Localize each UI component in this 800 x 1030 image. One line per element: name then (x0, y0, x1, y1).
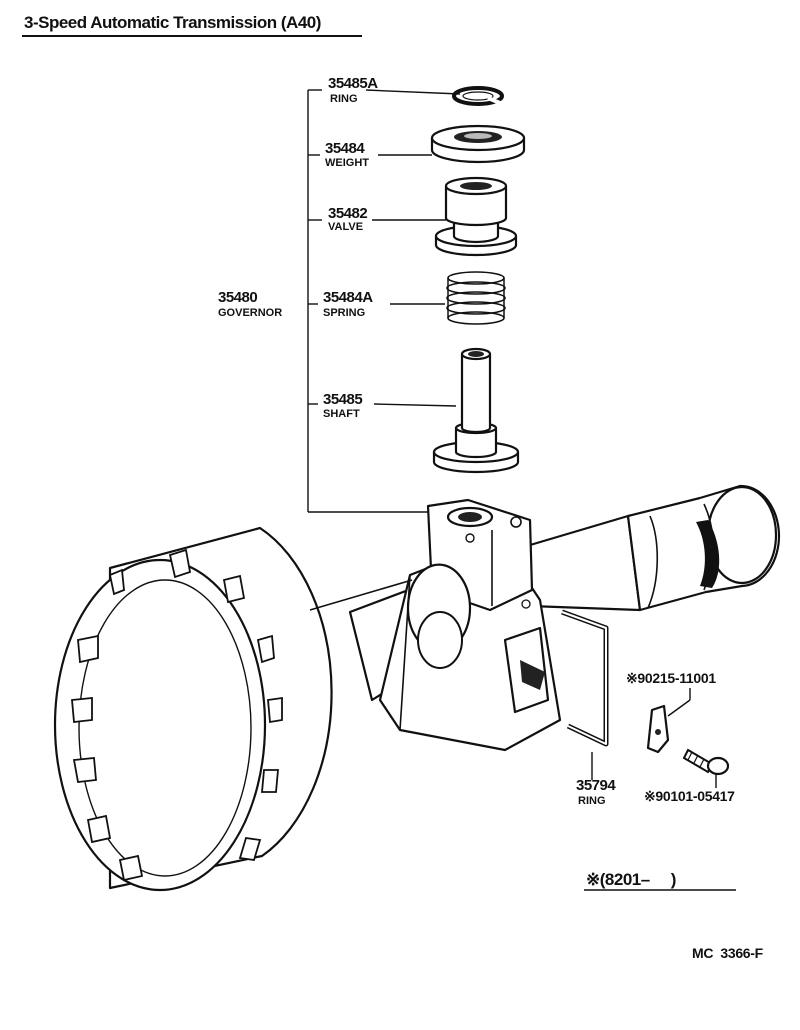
part-name-valve: VALVE (328, 221, 363, 233)
assembly-number: 35480 (218, 289, 257, 306)
leader-lines (308, 89, 461, 407)
part-number-valve: 35482 (328, 205, 367, 222)
part-number-spring: 35484A (323, 289, 373, 306)
snap-ring-part (452, 86, 504, 106)
clip-part-number: ※90215-11001 (626, 670, 716, 686)
part-name-weight: WEIGHT (325, 157, 369, 169)
part-number-weight: 35484 (325, 140, 365, 157)
retainer-part-number: 35794 (576, 777, 616, 794)
bolt-part (682, 748, 730, 788)
part-number-shaft: 35485 (323, 391, 362, 408)
shaft-part (432, 347, 520, 474)
weight-part (430, 124, 526, 164)
governor-body (348, 498, 562, 752)
bolt-part-number: ※90101-05417 (644, 788, 735, 804)
retainer-wire-ring (561, 609, 609, 780)
assembly-name: GOVERNOR (218, 307, 282, 319)
applicability-note: ※(8201– ) (586, 870, 676, 889)
retainer-part-name: RING (578, 795, 606, 807)
figure-code: MC 3366-F (692, 945, 764, 961)
governor-bracket (307, 90, 428, 513)
drum-gear (53, 526, 413, 892)
diagram-title: 3-Speed Automatic Transmission (A40) (24, 13, 321, 32)
part-name-shaft: SHAFT (323, 408, 360, 420)
part-number-ring: 35485A (328, 75, 378, 92)
part-name-ring: RING (330, 93, 358, 105)
lock-clip-part (646, 688, 691, 754)
part-name-spring: SPRING (323, 307, 365, 319)
spring-part (446, 271, 506, 325)
valve-part (434, 176, 518, 257)
output-shaft (518, 484, 781, 612)
